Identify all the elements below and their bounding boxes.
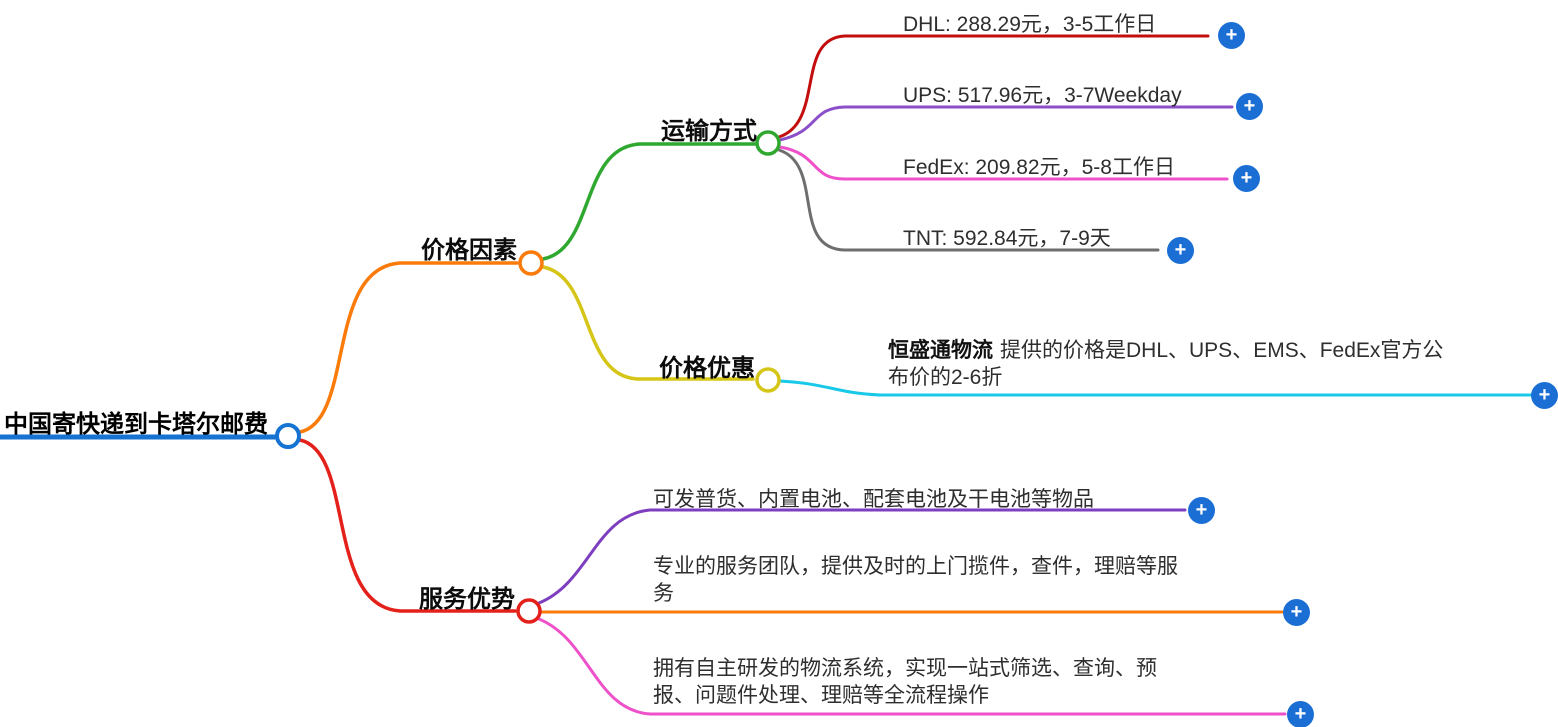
- node-handle-price[interactable]: [518, 250, 544, 276]
- node-price-factors[interactable]: 价格因素: [421, 237, 517, 264]
- node-service-advantages[interactable]: 服务优势: [419, 586, 515, 613]
- edge-service-system: [537, 617, 1287, 716]
- plus-icon: +: [1240, 167, 1253, 189]
- node-team[interactable]: 专业的服务团队，提供及时的上门揽件，查件，理赔等服务: [653, 555, 1178, 605]
- node-root[interactable]: 中国寄快递到卡塔尔邮费: [4, 411, 268, 438]
- node-transport-methods[interactable]: 运输方式: [661, 118, 757, 145]
- discount-detail-text: 提供的价格是DHL、UPS、EMS、FedEx官方公布价的2-6折: [888, 339, 1444, 389]
- add-child-button-tnt[interactable]: +: [1167, 237, 1194, 264]
- node-tnt[interactable]: TNT: 592.84元，7-9天: [903, 227, 1111, 250]
- plus-icon: +: [1195, 499, 1208, 521]
- add-child-button-dhl[interactable]: +: [1218, 22, 1245, 49]
- node-price-discount[interactable]: 价格优惠: [659, 355, 755, 382]
- add-child-button-team[interactable]: +: [1283, 599, 1310, 626]
- plus-icon: +: [1538, 384, 1551, 406]
- edge-transport-dhl: [777, 34, 1210, 139]
- node-discount-detail[interactable]: 恒盛通物流提供的价格是DHL、UPS、EMS、FedEx官方公布价的2-6折: [888, 337, 1453, 391]
- plus-icon: +: [1225, 24, 1238, 46]
- add-child-button-system[interactable]: +: [1287, 701, 1314, 727]
- brand-name: 恒盛通物流: [888, 339, 993, 362]
- add-child-button-goods[interactable]: +: [1188, 497, 1215, 524]
- edge-price-discount: [541, 265, 755, 381]
- node-system[interactable]: 拥有自主研发的物流系统，实现一站式筛选、查询、预报、问题件处理、理赔等全流程操作: [653, 657, 1157, 707]
- plus-icon: +: [1243, 95, 1256, 117]
- edge-service-goods: [537, 508, 1187, 605]
- plus-icon: +: [1294, 703, 1307, 725]
- add-child-button-fedex[interactable]: +: [1233, 165, 1260, 192]
- edge-transport-ups: [778, 105, 1234, 142]
- add-child-button-ups[interactable]: +: [1236, 93, 1263, 120]
- node-ups[interactable]: UPS: 517.96元，3-7Weekday: [903, 84, 1182, 107]
- node-handle-transport[interactable]: [755, 130, 781, 156]
- edge-root-price: [298, 261, 519, 434]
- edge-root-service: [298, 438, 517, 613]
- node-dhl[interactable]: DHL: 288.29元，3-5工作日: [903, 13, 1157, 36]
- plus-icon: +: [1174, 239, 1187, 261]
- node-goods[interactable]: 可发普货、内置电池、配套电池及干电池等物品: [653, 488, 1094, 511]
- edge-transport-fedex: [778, 145, 1229, 181]
- node-handle-discount[interactable]: [755, 367, 781, 393]
- edge-transport-tnt: [777, 148, 1160, 252]
- plus-icon: +: [1290, 601, 1303, 623]
- add-child-button-discount-detail[interactable]: +: [1531, 382, 1558, 409]
- edge-discount-detail: [778, 379, 1534, 397]
- node-handle-service[interactable]: [516, 598, 542, 624]
- edge-price-transport: [541, 142, 757, 261]
- node-fedex[interactable]: FedEx: 209.82元，5-8工作日: [903, 156, 1175, 179]
- node-handle-root[interactable]: [275, 423, 301, 449]
